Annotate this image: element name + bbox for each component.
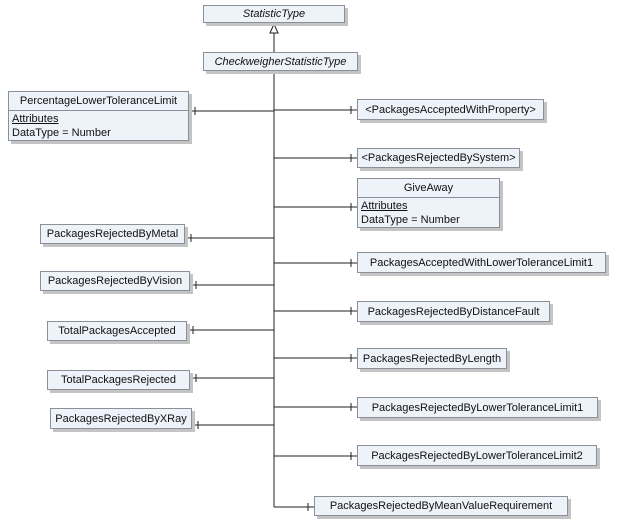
statistic-type-box[interactable]: StatisticType <box>203 5 345 23</box>
node-packages-rejected-by-lower-tolerance-limit2[interactable]: PackagesRejectedByLowerToleranceLimit2 <box>357 445 597 466</box>
node-total-packages-accepted[interactable]: TotalPackagesAccepted <box>47 321 187 341</box>
node-title: <PackagesRejectedBySystem> <box>361 152 516 164</box>
node-packages-rejected-by-distance-fault[interactable]: PackagesRejectedByDistanceFault <box>357 301 550 322</box>
attribute-datatype: DataType = Number <box>361 214 460 226</box>
node-title: PackagesRejectedByLowerToleranceLimit2 <box>371 449 583 462</box>
node-packages-accepted-with-lower-tolerance-limit1[interactable]: PackagesAcceptedWithLowerToleranceLimit1 <box>357 252 606 273</box>
attributes-divider <box>9 110 188 111</box>
node-packages-rejected-by-xray[interactable]: PackagesRejectedByXRay <box>50 408 192 429</box>
checkweigher-statistic-type-label: CheckweigherStatisticType <box>214 55 347 68</box>
attribute-datatype: DataType = Number <box>12 127 111 139</box>
node-title: PackagesRejectedByVision <box>47 275 183 287</box>
node-title: TotalPackagesAccepted <box>58 325 176 337</box>
node-title: PackagesRejectedByMeanValueRequirement <box>329 500 553 512</box>
node-packages-rejected-by-system[interactable]: <PackagesRejectedBySystem> <box>357 148 520 168</box>
node-title: PackagesRejectedByXRay <box>55 412 187 425</box>
node-title: PackagesAcceptedWithLowerToleranceLimit1 <box>369 256 594 269</box>
node-packages-rejected-by-metal[interactable]: PackagesRejectedByMetal <box>40 224 185 244</box>
node-title: GiveAway <box>403 182 454 194</box>
attributes-section: Attributes DataType = Number <box>358 198 499 228</box>
node-packages-accepted-with-property[interactable]: <PackagesAcceptedWithProperty> <box>357 99 544 120</box>
node-title: PackagesRejectedByLowerToleranceLimit1 <box>371 401 584 414</box>
node-packages-rejected-by-mean-value-requirement[interactable]: PackagesRejectedByMeanValueRequirement <box>314 496 568 516</box>
node-title: PackagesRejectedByMetal <box>46 228 179 240</box>
node-percentage-lower-tolerance-limit[interactable]: PercentageLowerToleranceLimit Attributes… <box>8 91 189 141</box>
node-title: PackagesRejectedByLength <box>362 352 502 365</box>
checkweigher-statistic-type-box[interactable]: CheckweigherStatisticType <box>203 52 358 71</box>
node-total-packages-rejected[interactable]: TotalPackagesRejected <box>47 370 190 390</box>
inheritance-arrow-icon <box>269 22 279 34</box>
attributes-header: Attributes <box>12 113 59 125</box>
node-packages-rejected-by-vision[interactable]: PackagesRejectedByVision <box>40 271 190 291</box>
node-title: PercentageLowerToleranceLimit <box>19 95 178 107</box>
node-packages-rejected-by-lower-tolerance-limit1[interactable]: PackagesRejectedByLowerToleranceLimit1 <box>357 397 598 418</box>
attributes-section: Attributes DataType = Number <box>9 111 188 141</box>
node-give-away[interactable]: GiveAway Attributes DataType = Number <box>357 178 500 228</box>
statistic-type-label: StatisticType <box>242 8 306 20</box>
node-title: TotalPackagesRejected <box>61 374 176 386</box>
attributes-header: Attributes <box>361 200 408 212</box>
node-title: PackagesRejectedByDistanceFault <box>367 305 540 318</box>
attributes-divider <box>358 197 499 198</box>
node-packages-rejected-by-length[interactable]: PackagesRejectedByLength <box>357 348 507 369</box>
node-title: <PackagesAcceptedWithProperty> <box>365 103 536 116</box>
